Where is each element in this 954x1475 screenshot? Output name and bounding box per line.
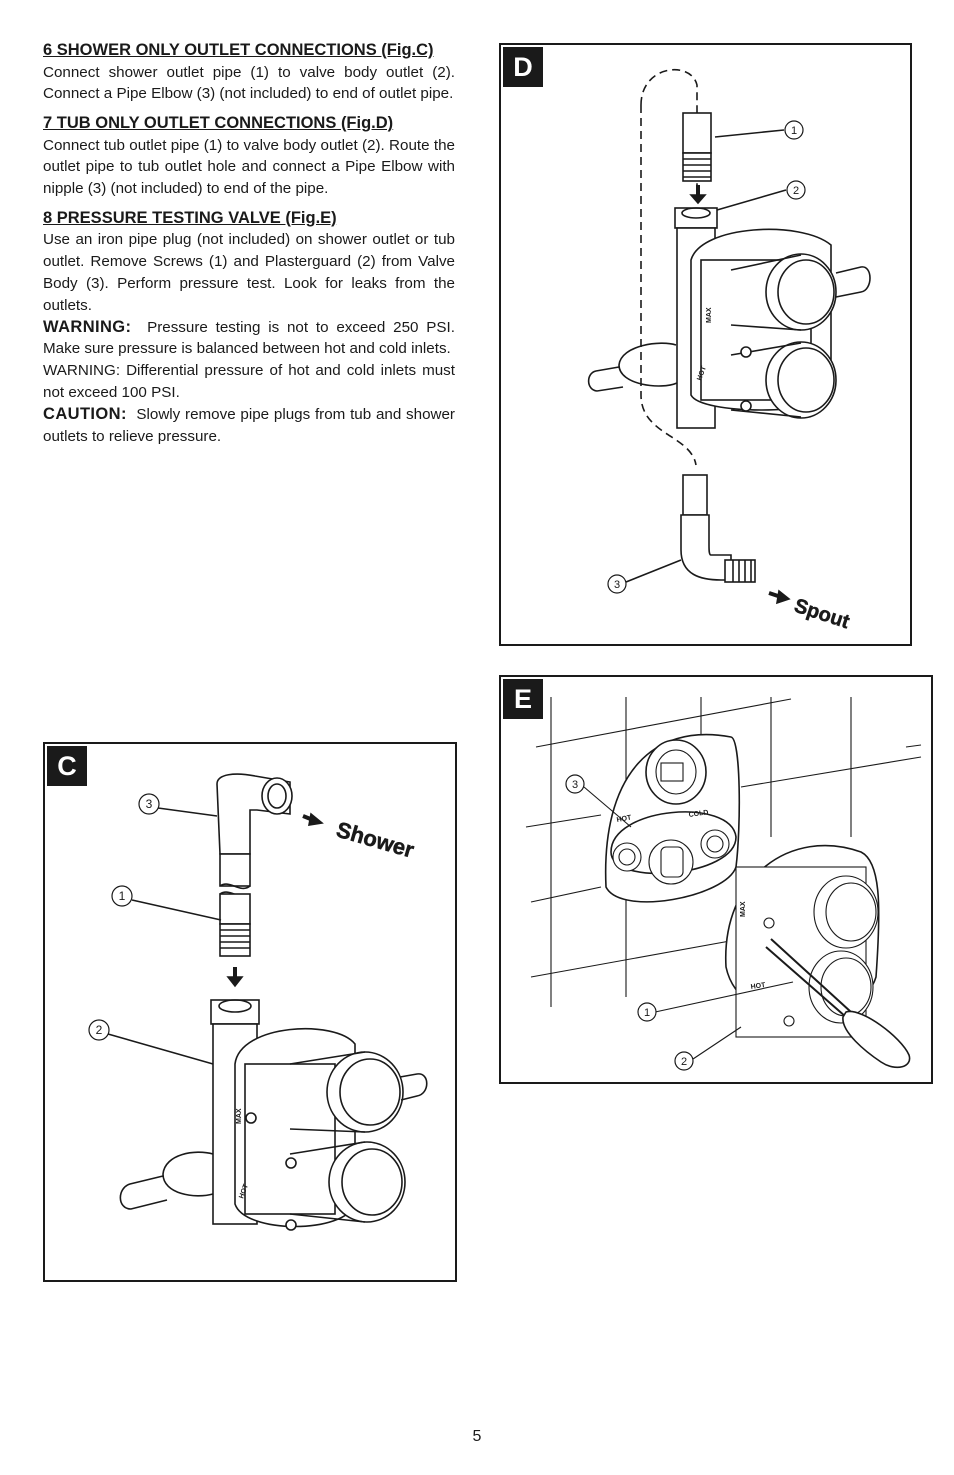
figure-label: D [503,47,543,87]
section-paragraph: Connect shower outlet pipe (1) to valve … [43,63,455,103]
callout-1: 1 [644,1007,650,1019]
callout-3: 3 [614,579,620,591]
max-marking: MAX [740,901,747,917]
section-pressure-testing: 8 PRESSURE TESTING VALVE (Fig.E) Use an … [43,208,455,447]
figure-label: C [47,746,87,786]
figure-label: E [503,679,543,719]
section-shower-outlet: 6 SHOWER ONLY OUTLET CONNECTIONS (Fig.C)… [43,40,455,105]
hot-marking: HOT [696,365,708,382]
instructions-column: 6 SHOWER ONLY OUTLET CONNECTIONS (Fig.C)… [43,40,455,455]
max-marking: MAX [236,1108,243,1124]
section-paragraph: Use an iron pipe plug (not included) on … [43,231,455,314]
callout-2: 2 [793,185,799,197]
callout-2: 2 [681,1056,687,1068]
spout-label: Spout [791,595,852,634]
caution-paragraph: CAUTION: Slowly remove pipe plugs from t… [43,404,455,445]
figure-d: 1 2 3 MAX HOT Spout D [499,43,912,646]
caution-lead: CAUTION: [43,404,127,423]
section-tub-outlet: 7 TUB ONLY OUTLET CONNECTIONS (Fig.D) Co… [43,113,455,200]
figure-e-illustration: 3 1 2 HOT COLD MAX HOT [525,697,922,1071]
callout-3: 3 [146,797,153,811]
cold-marking: COLD [688,809,709,819]
section-title: 7 TUB ONLY OUTLET CONNECTIONS (Fig.D) [43,114,394,133]
max-marking: MAX [706,307,713,323]
figure-c-illustration: 3 1 2 MAX HOT Shower [88,773,428,1231]
callout-2: 2 [96,1023,103,1037]
warning-lead: WARNING: [43,317,132,336]
callout-3: 3 [572,779,578,791]
section-title: 8 PRESSURE TESTING VALVE (Fig.E) [43,208,337,227]
hot-marking-lower: HOT [750,982,766,991]
figure-e: 3 1 2 HOT COLD MAX HOT E [499,675,933,1084]
page-number: 5 [472,1428,482,1445]
section-title: 6 SHOWER ONLY OUTLET CONNECTIONS (Fig.C) [43,41,434,59]
hot-marking: HOT [238,1183,250,1200]
warning-paragraph: WARNING: Pressure testing is not to exce… [43,317,455,358]
figure-c: 3 1 2 MAX HOT Shower C [43,742,457,1282]
section-paragraph: Connect tub outlet pipe (1) to valve bod… [43,136,455,198]
warning-paragraph-2: WARNING: Differential pressure of hot an… [43,362,455,402]
callout-1: 1 [119,889,126,903]
hot-marking: HOT [616,814,632,824]
figure-d-illustration: 1 2 3 MAX HOT Spout [587,69,871,634]
callout-1: 1 [791,125,797,137]
shower-label: Shower [334,817,418,863]
